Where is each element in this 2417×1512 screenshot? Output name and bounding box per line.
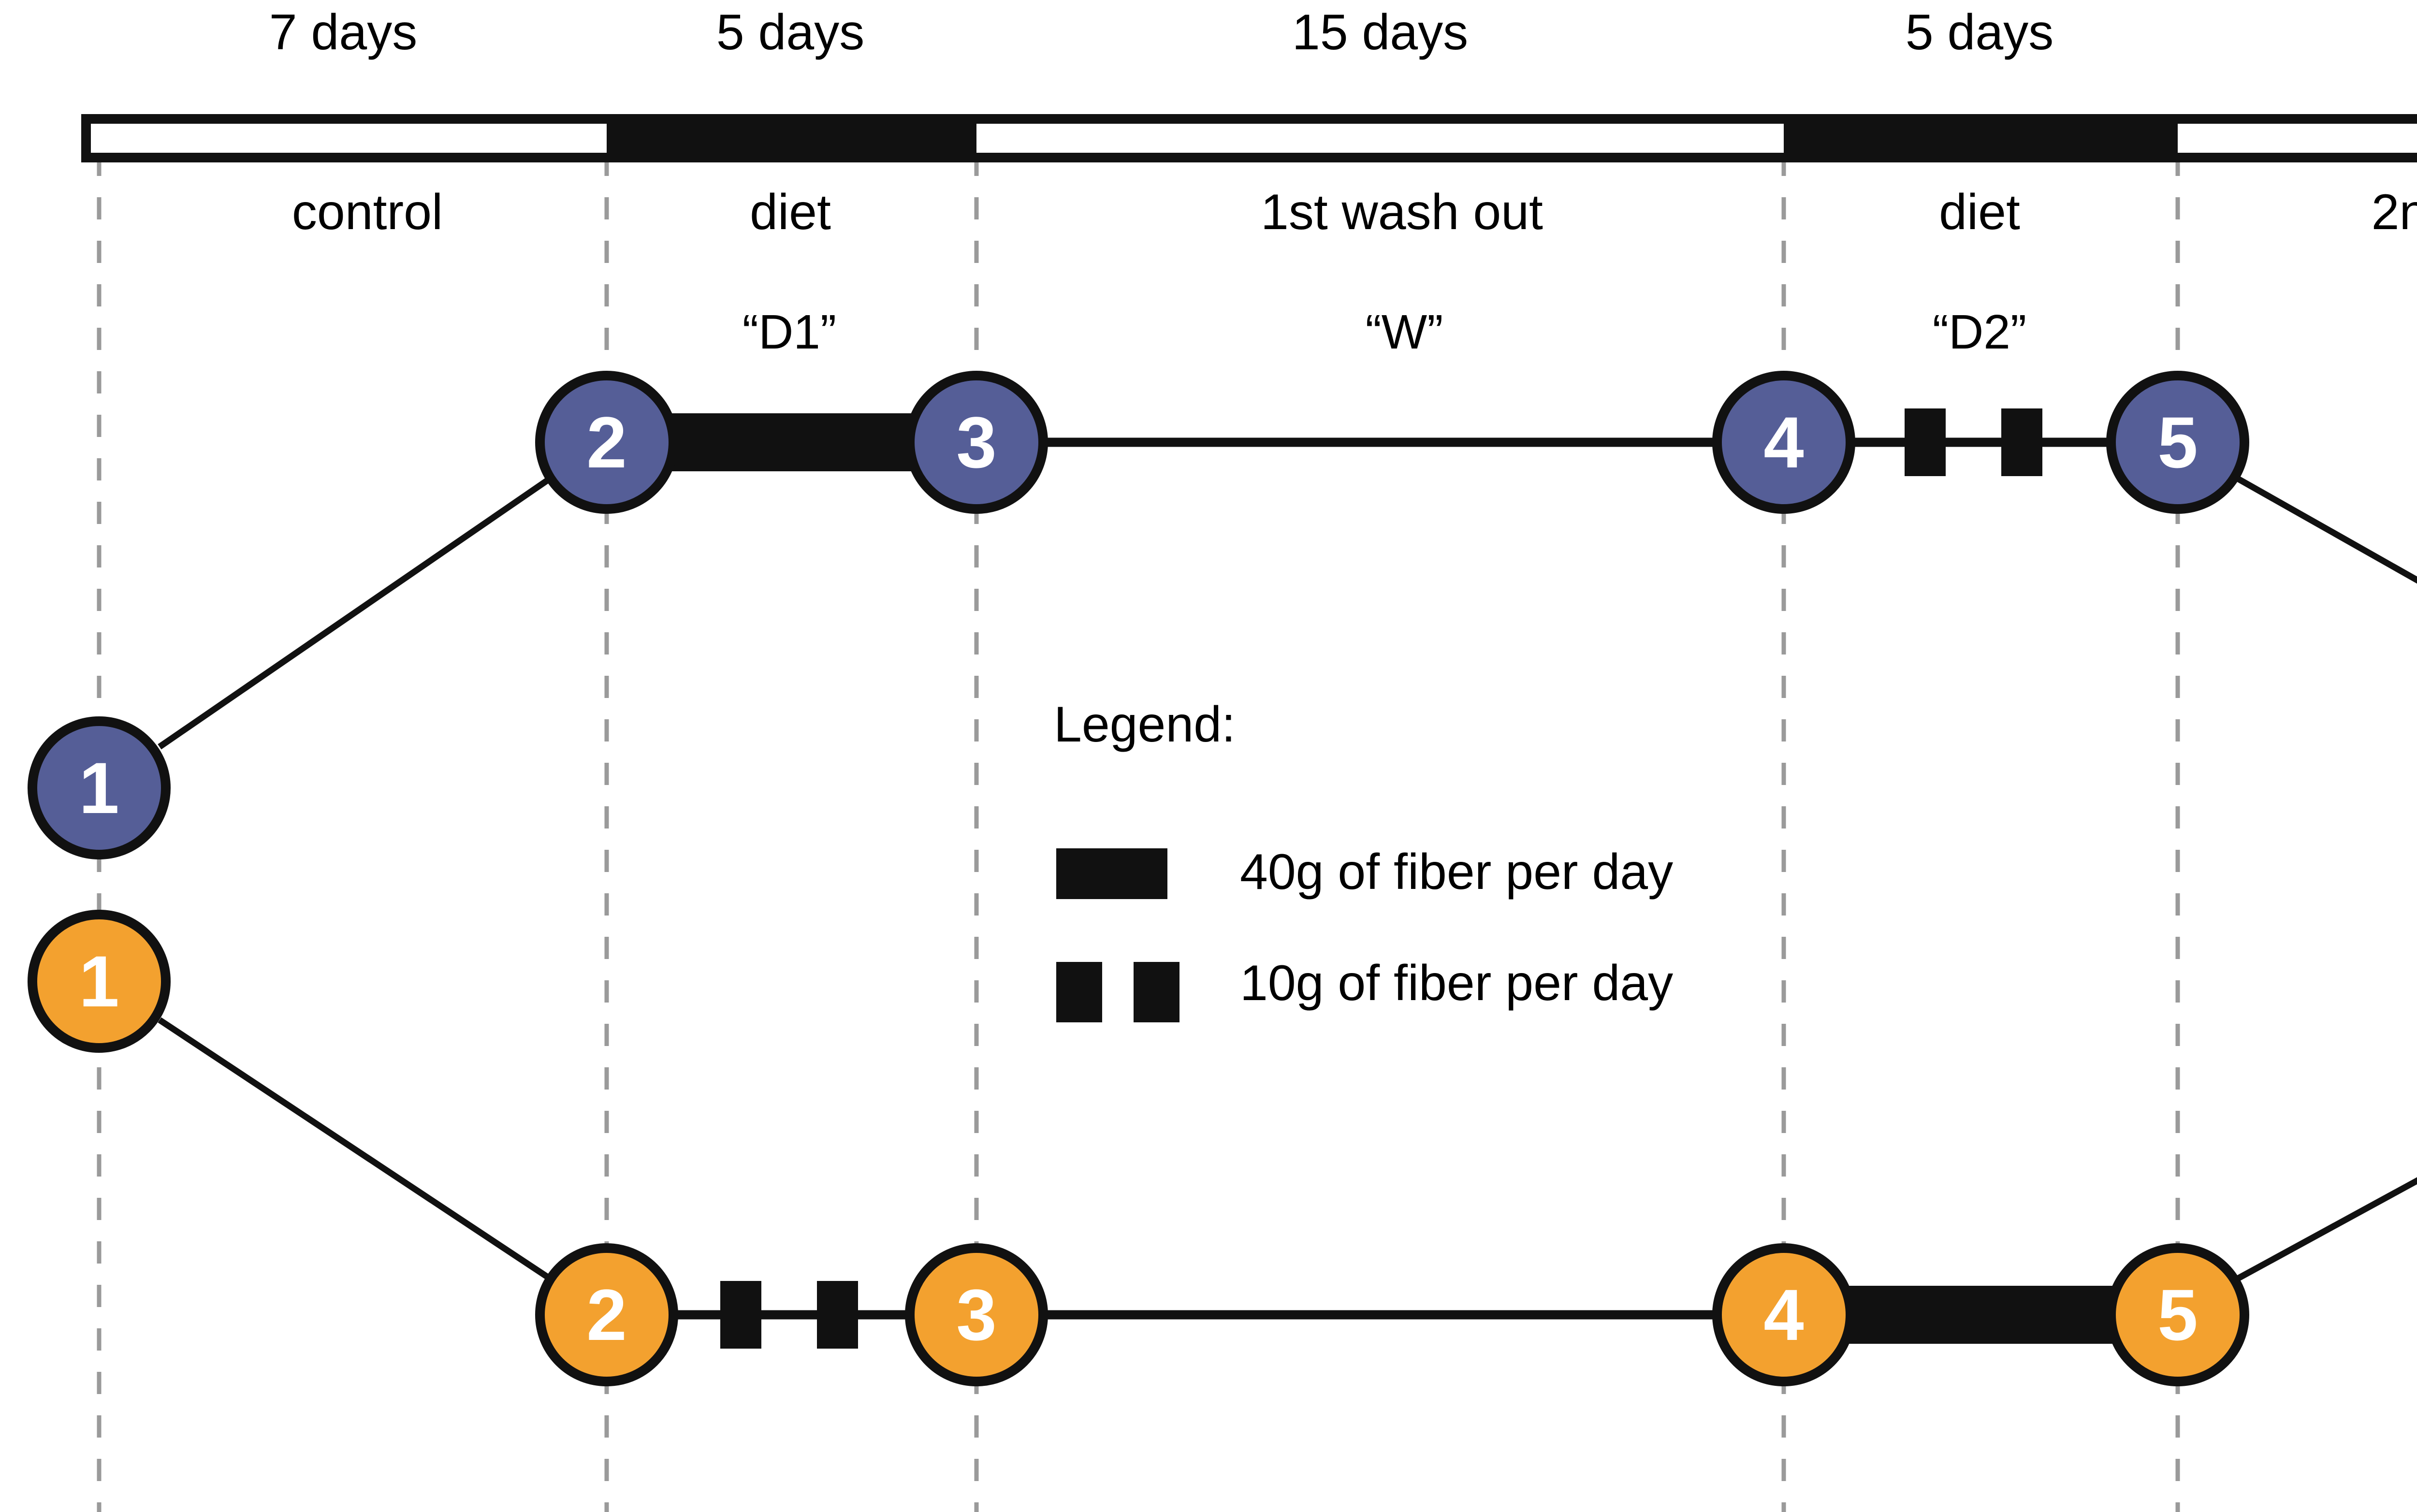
edge-blue-5-6 (2231, 473, 2417, 584)
node-orange-1[interactable] (28, 910, 171, 1053)
legend-label-10g: 10g of fiber per day (1240, 955, 1674, 1011)
node-orange-2[interactable] (535, 1243, 678, 1386)
phase-label-diet2: diet (1939, 184, 2020, 240)
legend-swatch-10g-b (1134, 962, 1179, 1022)
edge-blue-4-5-dash1 (1905, 408, 1946, 476)
node-blue-5[interactable] (2106, 371, 2249, 514)
node-orange-4[interactable] (1712, 1243, 1855, 1386)
phase-code-diet1: “D1” (742, 305, 837, 359)
edge-blue-1-2 (158, 473, 555, 750)
edge-orange-2-3-dash2 (817, 1281, 858, 1349)
phase-label-washout1: 1st wash out (1261, 184, 1543, 240)
arm-orange-edges (158, 1017, 2417, 1349)
legend-title: Legend: (1054, 697, 1236, 753)
legend-swatch-40g (1056, 848, 1167, 899)
legend-label-40g: 40g of fiber per day (1240, 844, 1674, 900)
duration-label-washout1: 15 days (1292, 4, 1469, 60)
edge-orange-2-3-dash1 (720, 1281, 761, 1349)
edge-orange-1-2 (158, 1017, 555, 1284)
node-orange-3[interactable] (905, 1243, 1048, 1386)
node-blue-2[interactable] (535, 371, 678, 514)
arm-blue-edges (158, 408, 2417, 750)
node-orange-5[interactable] (2106, 1243, 2249, 1386)
arm-orange-nodes (28, 910, 2249, 1386)
timeline-segment-diet2 (1784, 114, 2178, 162)
duration-label-control: 7 days (269, 4, 418, 60)
arm-blue-nodes (28, 371, 2249, 859)
phase-label-diet1: diet (750, 184, 831, 240)
legend-swatches (1056, 848, 1179, 1022)
phase-label-washout2: 2nd wash out (2371, 184, 2417, 240)
edge-orange-5-6 (2231, 1177, 2417, 1284)
duration-label-diet2: 5 days (1905, 4, 2054, 60)
duration-label-diet1: 5 days (716, 4, 865, 60)
node-blue-4[interactable] (1712, 371, 1855, 514)
node-blue-1[interactable] (28, 716, 171, 859)
edge-orange-4-5-thick (1842, 1286, 2127, 1344)
phase-code-washout1: “W” (1365, 305, 1443, 359)
legend-swatch-10g-a (1056, 962, 1102, 1022)
edge-blue-2-3-thick (667, 413, 918, 471)
phase-code-diet2: “D2” (1932, 305, 2027, 359)
phase-label-control: control (291, 184, 443, 240)
timeline-segment-diet1 (607, 114, 976, 162)
node-blue-3[interactable] (905, 371, 1048, 514)
timeline-bar (81, 114, 2417, 162)
edge-blue-4-5-dash2 (2001, 408, 2042, 476)
